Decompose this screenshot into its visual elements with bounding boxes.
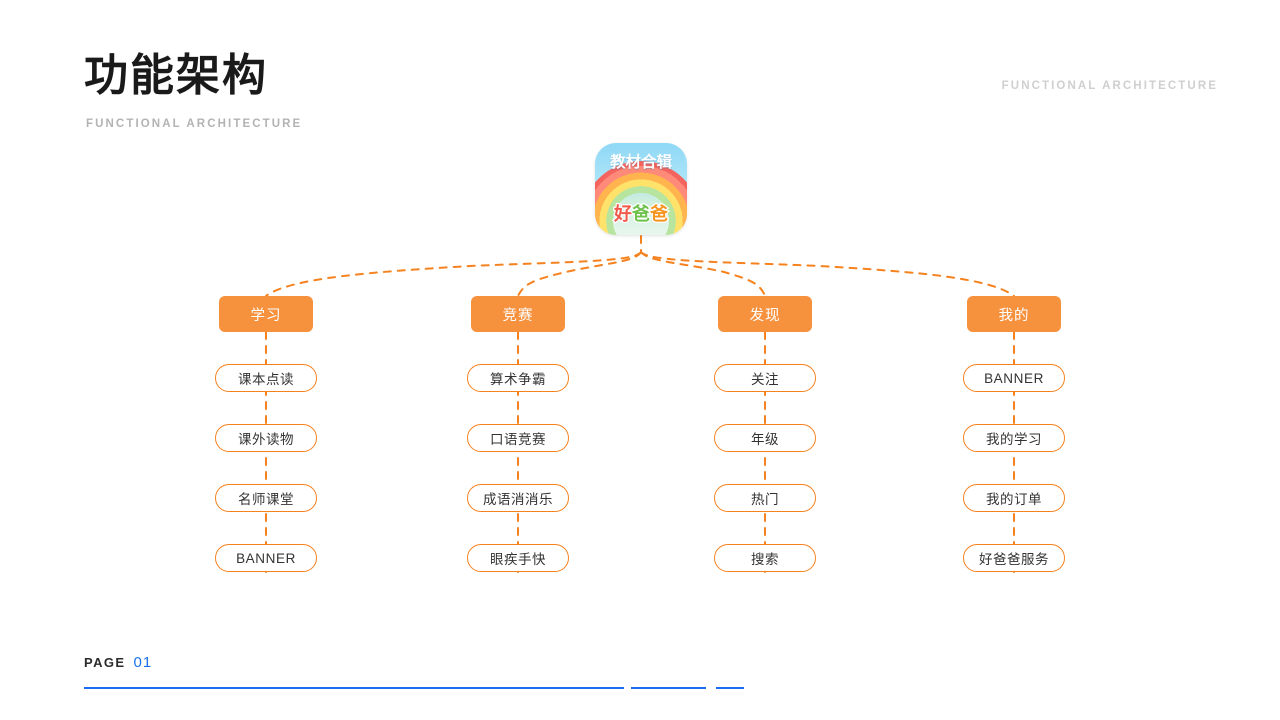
footer-page-number: 01 bbox=[133, 654, 153, 671]
item-pill[interactable]: 年级 bbox=[714, 424, 816, 452]
footer-rule-segment-mid bbox=[631, 687, 706, 689]
item-pill[interactable]: 算术争霸 bbox=[467, 364, 569, 392]
header-right-label: FUNCTIONAL ARCHITECTURE bbox=[1001, 80, 1218, 92]
item-pill[interactable]: 眼疾手快 bbox=[467, 544, 569, 572]
item-list-3: 关注 年级 热门 搜索 bbox=[714, 364, 816, 572]
app-icon-top-label: 教材合辑 bbox=[609, 154, 672, 171]
branch-column-4: 我的 BANNER 我的学习 我的订单 好爸爸服务 bbox=[914, 296, 1114, 572]
item-pill[interactable]: BANNER bbox=[963, 364, 1065, 392]
app-icon[interactable]: 教材合辑 好爸爸 bbox=[595, 143, 687, 235]
app-icon-char-2: 爸 bbox=[649, 203, 669, 225]
item-pill[interactable]: 课外读物 bbox=[215, 424, 317, 452]
item-list-1: 课本点读 课外读物 名师课堂 BANNER bbox=[215, 364, 317, 572]
item-pill[interactable]: 口语竞赛 bbox=[467, 424, 569, 452]
rainbow-graphic bbox=[595, 161, 687, 235]
category-box-4[interactable]: 我的 bbox=[967, 296, 1061, 332]
footer-rule bbox=[84, 687, 1196, 689]
footer-page-indicator: PAGE 01 bbox=[84, 654, 152, 671]
footer-rule-segment-long bbox=[84, 687, 624, 689]
item-pill[interactable]: 成语消消乐 bbox=[467, 484, 569, 512]
app-icon-bottom-label: 好爸爸 bbox=[595, 200, 687, 226]
app-icon-char-0: 好 bbox=[613, 203, 633, 225]
item-pill[interactable]: BANNER bbox=[215, 544, 317, 572]
category-box-1[interactable]: 学习 bbox=[219, 296, 313, 332]
item-list-2: 算术争霸 口语竞赛 成语消消乐 眼疾手快 bbox=[467, 364, 569, 572]
item-pill[interactable]: 搜索 bbox=[714, 544, 816, 572]
page-title: 功能架构 bbox=[84, 51, 268, 100]
item-pill[interactable]: 我的学习 bbox=[963, 424, 1065, 452]
branch-column-3: 发现 关注 年级 热门 搜索 bbox=[665, 296, 865, 572]
page-subtitle: FUNCTIONAL ARCHITECTURE bbox=[86, 118, 303, 130]
branch-column-2: 竞赛 算术争霸 口语竞赛 成语消消乐 眼疾手快 bbox=[418, 296, 618, 572]
footer-page-label: PAGE bbox=[84, 655, 126, 670]
category-box-3[interactable]: 发现 bbox=[718, 296, 812, 332]
item-pill[interactable]: 好爸爸服务 bbox=[963, 544, 1065, 572]
item-pill[interactable]: 我的订单 bbox=[963, 484, 1065, 512]
item-pill[interactable]: 名师课堂 bbox=[215, 484, 317, 512]
branch-column-1: 学习 课本点读 课外读物 名师课堂 BANNER bbox=[166, 296, 366, 572]
category-box-2[interactable]: 竞赛 bbox=[471, 296, 565, 332]
item-pill[interactable]: 关注 bbox=[714, 364, 816, 392]
item-pill[interactable]: 课本点读 bbox=[215, 364, 317, 392]
app-icon-char-1: 爸 bbox=[631, 203, 651, 225]
item-pill[interactable]: 热门 bbox=[714, 484, 816, 512]
footer-rule-segment-short bbox=[716, 687, 744, 689]
item-list-4: BANNER 我的学习 我的订单 好爸爸服务 bbox=[963, 364, 1065, 572]
